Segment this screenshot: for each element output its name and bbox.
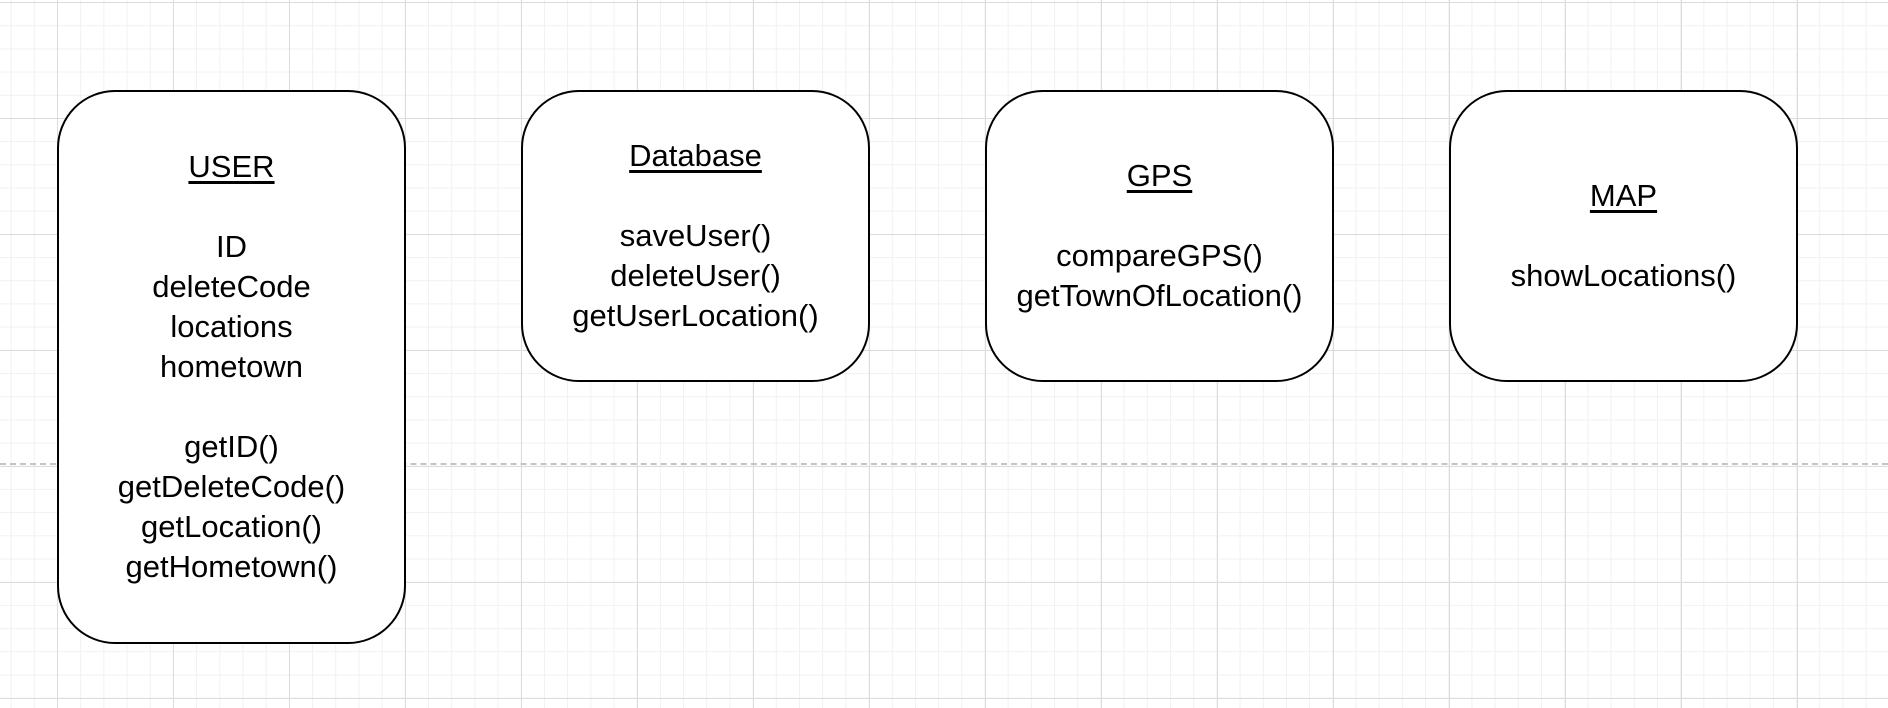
user-attribute: locations	[170, 309, 293, 344]
user-attributes: ID deleteCode locations hometown	[152, 227, 311, 387]
database-methods: saveUser() deleteUser() getUserLocation(…	[572, 216, 818, 336]
class-box-gps[interactable]: GPS compareGPS() getTownOfLocation()	[985, 90, 1334, 382]
class-box-user[interactable]: USER ID deleteCode locations hometown ge…	[57, 90, 406, 644]
user-attribute: hometown	[159, 349, 303, 384]
database-method: getUserLocation()	[572, 298, 819, 333]
class-title-database: Database	[629, 138, 762, 173]
class-title-map: MAP	[1589, 178, 1658, 213]
class-box-map[interactable]: MAP showLocations()	[1449, 90, 1798, 382]
user-methods: getID() getDeleteCode() getLocation() ge…	[118, 427, 345, 587]
class-title-user: USER	[188, 149, 275, 184]
user-attribute: deleteCode	[152, 269, 311, 304]
gps-method: getTownOfLocation()	[1016, 278, 1303, 313]
database-method: deleteUser()	[610, 258, 781, 293]
class-box-database[interactable]: Database saveUser() deleteUser() getUser…	[521, 90, 870, 382]
database-method: saveUser()	[619, 218, 772, 253]
gps-method: compareGPS()	[1056, 238, 1263, 273]
map-methods: showLocations()	[1511, 256, 1737, 296]
user-method: getLocation()	[141, 509, 322, 544]
class-title-gps: GPS	[1126, 158, 1193, 193]
gps-methods: compareGPS() getTownOfLocation()	[1016, 236, 1302, 316]
user-method: getID()	[184, 429, 279, 464]
page-break-line	[0, 463, 1888, 465]
user-method: getHometown()	[125, 549, 338, 584]
user-attribute: ID	[215, 229, 247, 264]
user-method: getDeleteCode()	[117, 469, 346, 504]
map-method: showLocations()	[1510, 258, 1737, 293]
